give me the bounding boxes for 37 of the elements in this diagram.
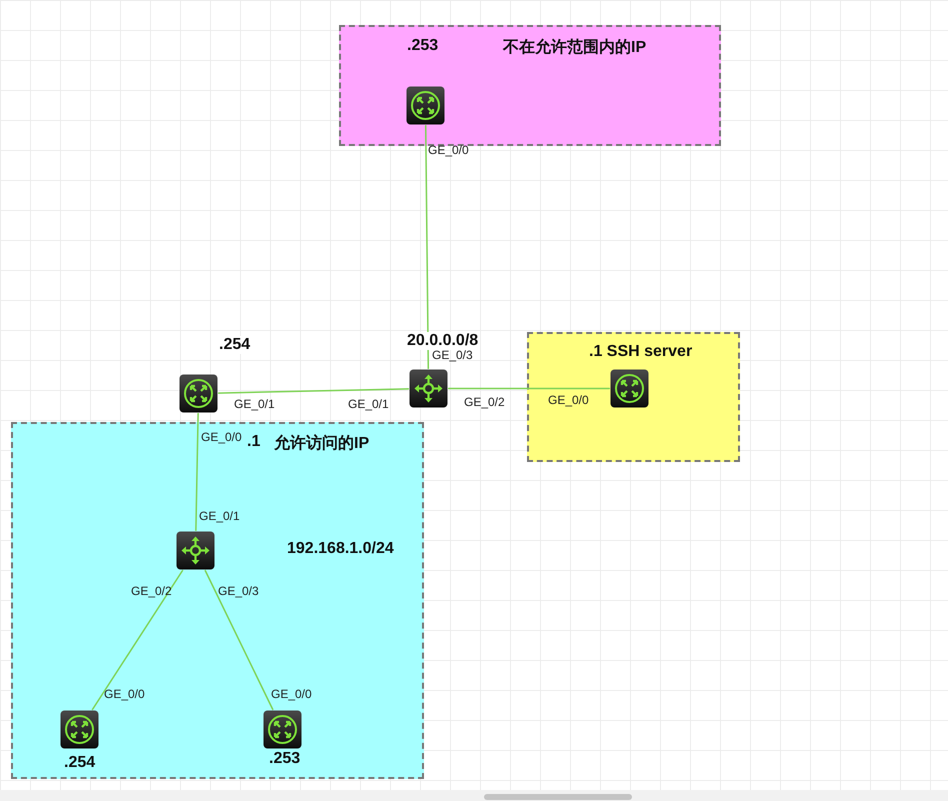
- port-label: GE_0/2: [464, 395, 505, 409]
- ip-label: 20.0.0.0/8: [407, 332, 478, 350]
- ip-label: .254: [64, 754, 96, 772]
- ip-label: .253: [407, 37, 438, 55]
- switch-icon: [409, 369, 448, 408]
- link-line: [424, 125, 430, 369]
- router-icon: [179, 374, 218, 413]
- area-title: .1 SSH server: [589, 343, 692, 361]
- network-label: 192.168.1.0/24: [287, 540, 394, 558]
- port-label: GE_0/3: [432, 348, 473, 362]
- link-line: [218, 388, 410, 394]
- port-label: GE_0/1: [348, 397, 389, 411]
- router-icon: [263, 710, 302, 749]
- area-title: 不在允许范围内的IP: [503, 38, 646, 58]
- link-line: [195, 412, 199, 532]
- router-icon: [610, 369, 649, 408]
- switch-icon: [176, 531, 215, 570]
- ip-label: .254: [219, 336, 250, 354]
- network-area: [339, 25, 721, 146]
- port-label: GE_0/1: [199, 509, 240, 523]
- port-label: GE_0/1: [234, 397, 275, 411]
- router-icon: [60, 710, 99, 749]
- area-title: 允许访问的IP: [274, 433, 370, 454]
- network-area: [11, 422, 424, 779]
- network-label: .1: [247, 433, 260, 451]
- port-label: GE_0/0: [548, 393, 589, 407]
- port-label: GE_0/0: [428, 143, 469, 157]
- link-line: [448, 388, 610, 390]
- link-line: [204, 570, 274, 710]
- ip-label: .253: [269, 750, 300, 768]
- port-label: GE_0/0: [271, 687, 312, 701]
- port-label: GE_0/0: [104, 687, 145, 701]
- port-label: GE_0/3: [218, 584, 259, 598]
- link-line: [92, 570, 184, 710]
- router-icon: [406, 86, 445, 125]
- port-label: GE_0/0: [201, 430, 242, 444]
- network-area: [527, 332, 740, 462]
